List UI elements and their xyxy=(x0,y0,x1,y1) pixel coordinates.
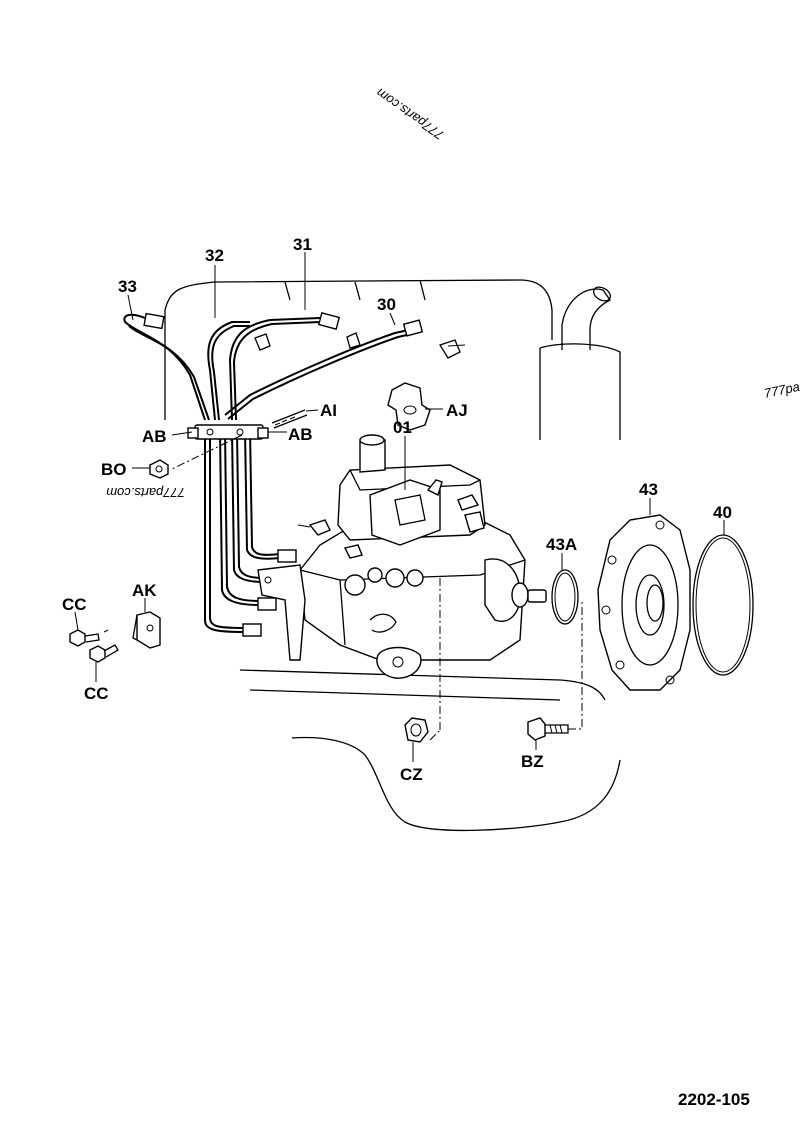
injection-line-33 xyxy=(123,312,210,421)
watermark-middle: 777parts.com xyxy=(106,485,185,500)
clamp-ab xyxy=(169,424,269,471)
callout-bo: BO xyxy=(101,460,127,479)
callout-33: 33 xyxy=(118,277,137,296)
callout-ab-right: AB xyxy=(288,425,313,444)
callout-43a: 43A xyxy=(546,535,577,554)
pump-bracket xyxy=(257,564,306,661)
flange-43 xyxy=(597,514,691,691)
watermark-top: 777parts.com xyxy=(373,85,446,143)
callout-cc-bottom: CC xyxy=(84,684,109,703)
nut-cz xyxy=(404,575,441,743)
callout-aj: AJ xyxy=(446,401,468,420)
callout-30: 30 xyxy=(377,295,396,314)
callout-31: 31 xyxy=(293,235,312,254)
callout-01: 01 xyxy=(393,418,412,437)
lower-line-bundle xyxy=(204,429,297,637)
callout-cc-top: CC xyxy=(62,595,87,614)
bolt-bz xyxy=(527,600,583,741)
injection-line-30 xyxy=(224,319,466,420)
callout-cz: CZ xyxy=(400,765,423,784)
o-ring-43a xyxy=(551,569,579,625)
bolts-cc xyxy=(69,629,119,663)
o-ring-40 xyxy=(692,534,754,676)
injection-line-31 xyxy=(228,312,361,421)
callout-bz: BZ xyxy=(521,752,544,771)
nut-bo xyxy=(149,459,169,479)
injection-line-32 xyxy=(207,321,271,421)
watermark-right-edge: 777parts.com xyxy=(763,370,800,401)
callout-ak: AK xyxy=(132,581,157,600)
callout-32: 32 xyxy=(205,246,224,265)
injection-pump-01 xyxy=(297,434,547,679)
callout-ab-left: AB xyxy=(142,427,167,446)
figure-number: 2202-105 xyxy=(678,1090,750,1109)
callout-43: 43 xyxy=(639,480,658,499)
bracket-aj xyxy=(387,382,431,431)
callout-ai: AI xyxy=(320,401,337,420)
callout-40: 40 xyxy=(713,503,732,522)
engine-block-outline xyxy=(164,279,621,832)
stud-ai xyxy=(271,409,308,429)
oil-filler-elbow xyxy=(539,286,621,440)
leader-lines xyxy=(74,252,725,762)
bracket-ak xyxy=(132,611,161,649)
